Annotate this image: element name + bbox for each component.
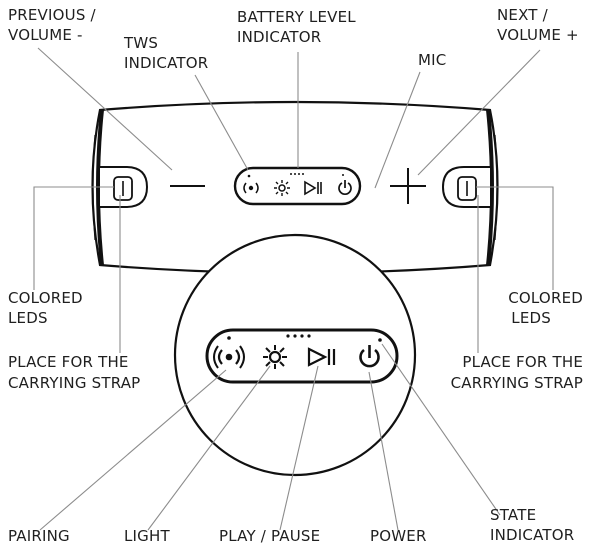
label-tws-2: INDICATOR — [124, 54, 208, 72]
label-strap-right-2: CARRYING STRAP — [451, 374, 583, 392]
label-strap-left: PLACE FOR THE — [8, 353, 129, 371]
battery-level-dot — [286, 334, 290, 338]
pairing-icon-small[interactable] — [243, 182, 259, 194]
label-colored-leds-left-2: LEDS — [8, 309, 48, 327]
leader-lines — [33, 47, 554, 531]
label-previous-volume: PREVIOUS / — [8, 6, 97, 24]
magnified-view — [173, 233, 417, 477]
pairing-icon[interactable] — [213, 345, 245, 369]
label-colored-leds-left: COLORED — [8, 289, 83, 307]
tws-indicator-led — [227, 336, 231, 340]
label-mic: MIC — [418, 51, 446, 69]
label-colored-leds-right: COLORED — [508, 289, 583, 307]
label-play-pause: PLAY / PAUSE — [219, 527, 320, 545]
tws-indicator-led-small — [247, 174, 251, 178]
battery-level-dot — [300, 334, 304, 338]
battery-level-dot — [293, 334, 297, 338]
play-pause-icon[interactable] — [307, 347, 336, 367]
power-icon[interactable] — [359, 345, 380, 368]
label-state: STATE — [490, 506, 536, 524]
battery-dot-small — [302, 173, 304, 175]
label-battery: BATTERY LEVEL — [237, 8, 356, 26]
label-power: POWER — [370, 527, 427, 545]
label-battery-2: INDICATOR — [237, 28, 321, 46]
label-state-2: INDICATOR — [490, 526, 574, 544]
label-next-volume-2: VOLUME + — [497, 26, 579, 44]
play-pause-icon-small[interactable] — [304, 180, 322, 196]
top-control-panel — [233, 166, 362, 206]
battery-dot-small — [290, 173, 292, 175]
battery-level-dot — [307, 334, 311, 338]
label-pairing: PAIRING — [8, 527, 70, 545]
label-strap-left-2: CARRYING STRAP — [8, 374, 140, 392]
label-light: LIGHT — [124, 527, 170, 545]
left-strap-slot — [100, 166, 149, 208]
battery-dot-small — [298, 173, 300, 175]
volume-plus-icon[interactable] — [390, 168, 426, 204]
label-strap-right: PLACE FOR THE — [462, 353, 583, 371]
battery-dot-small — [294, 173, 296, 175]
label-next-volume: NEXT / — [497, 6, 549, 24]
labels: PREVIOUS / VOLUME - TWS INDICATOR BATTER… — [8, 6, 583, 545]
label-colored-leds-right-2: LEDS — [511, 309, 551, 327]
label-tws: TWS — [123, 34, 158, 52]
light-icon[interactable] — [263, 345, 287, 369]
power-icon-small[interactable] — [338, 174, 352, 196]
light-icon-small[interactable] — [274, 180, 290, 196]
state-indicator-led — [378, 338, 382, 342]
label-previous-volume-2: VOLUME - — [8, 26, 83, 44]
